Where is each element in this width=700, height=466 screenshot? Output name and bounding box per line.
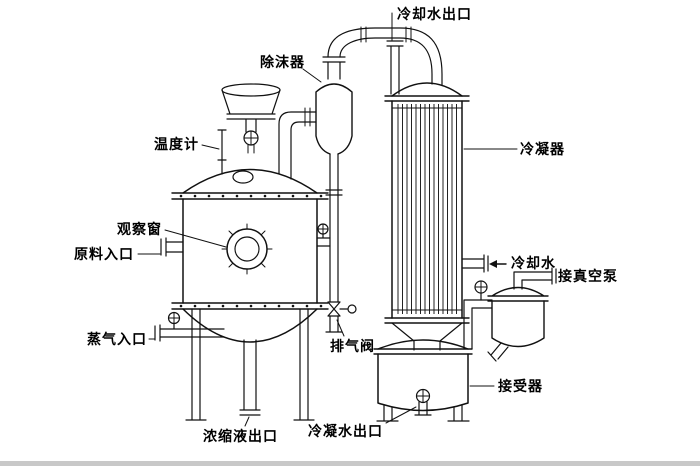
label-feed-inlet: 原料入口 [74,246,134,262]
label-steam-inlet: 蒸气入口 [87,331,147,347]
side-nozzle-valve [316,223,331,247]
top-charge-port [221,83,281,154]
receiver-drain-valve [414,388,432,416]
demister [278,56,357,333]
label-demister: 除沫器 [260,54,305,70]
cooling-water-inlet-pipe [461,254,507,273]
concentrate-outlet-pipe [239,339,261,416]
label-cooling-water: 冷却水 [511,255,556,271]
receiver-vessel [373,339,473,422]
steam-inlet-pipe [154,311,225,342]
cooling-water-arrow [489,260,497,268]
exhaust-valve [325,301,357,333]
scan-artifact-bottom [0,461,700,466]
label-thermometer: 温度计 [154,136,199,152]
label-exhaust-valve: 排气阀 [330,338,375,354]
feed-inlet-nozzle [160,237,184,257]
vapour-arch-pipe [327,26,443,86]
label-condensate-outlet: 冷凝水出口 [308,423,383,439]
label-observation-window: 观察窗 [117,221,162,237]
trap-tap [487,342,509,362]
leader-lines [137,12,518,427]
condenser [384,40,507,351]
evaporator-vessel [154,83,331,421]
flange-bolts [179,194,323,308]
label-receiver: 接受器 [498,378,543,394]
label-cooling-water-outlet: 冷却水出口 [397,6,472,22]
label-concentrate-outlet: 浓缩液出口 [203,428,278,444]
thermometer-rod [217,129,227,175]
vacuum-line [513,267,557,290]
cooling-water-outlet-pipe [386,40,404,95]
vacuum-trap [463,267,557,362]
label-condenser: 冷凝器 [520,141,565,157]
observation-window [221,223,273,275]
label-to-vacuum-pump: 接真空泵 [558,268,618,284]
